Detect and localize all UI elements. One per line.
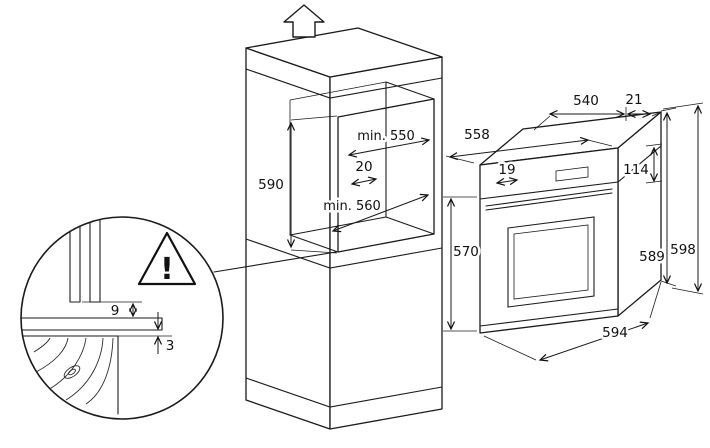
niche-height-label: 590 (258, 177, 284, 193)
warning-exclamation: ! (160, 252, 174, 287)
oven-drawing (479, 111, 662, 334)
oven-display (555, 166, 589, 182)
leader-line (213, 251, 337, 273)
detail-top-gap-label: 9 (111, 303, 120, 319)
oven-right-face (617, 111, 662, 317)
oven-control-panel (479, 145, 662, 200)
detail-bottom-gap-label: 3 (166, 338, 175, 354)
oven-door-window (507, 216, 595, 308)
dimension-detail-top-gap (82, 301, 142, 316)
cabinet-drawing (245, 27, 443, 430)
dimension-oven-front-offset: 19 (497, 160, 517, 183)
warning-icon: ! (137, 231, 197, 287)
cabinet-plinth-line (245, 377, 443, 408)
dimension-detail-bottom-gap (118, 312, 172, 354)
detail-callout: 9 3 ! (20, 216, 224, 420)
dimension-oven-body-height: 589 (637, 107, 677, 287)
dimension-oven-top-depth: 540 21 (533, 90, 662, 131)
dimension-niche-width: min. 550 (349, 127, 429, 155)
dimension-oven-door-height: 570 (443, 196, 481, 332)
oven-depth-label: 594 (602, 325, 628, 341)
niche-gap-label: 20 (355, 159, 372, 175)
cabinet-top-face (245, 27, 443, 78)
oven-panel-height-label: 114 (623, 162, 649, 178)
oven-width-label: 558 (464, 127, 490, 143)
oven-door-height-label: 570 (453, 244, 479, 260)
dimension-niche-gap: 20 (352, 157, 376, 184)
wood-grain (21, 335, 119, 415)
dimension-oven-depth: 594 (483, 281, 662, 360)
dimension-niche-depth: min. 560 (321, 195, 428, 231)
oven-door-handle (485, 188, 613, 211)
dimension-oven-total-height: 598 (662, 102, 704, 295)
oven-top-depth-label: 540 (573, 93, 599, 109)
dimension-oven-panel-height: 114 (621, 143, 663, 184)
dimension-oven-width: 558 (445, 125, 613, 164)
cabinet-left-face (245, 47, 331, 430)
oven-body-height-label: 589 (639, 249, 665, 265)
oven-front-offset-label: 19 (498, 162, 515, 178)
vent-arrow-icon (283, 4, 325, 38)
oven-door-bottom-line (479, 308, 619, 327)
dimension-niche-height: 590 (256, 115, 338, 254)
detail-shelf (21, 317, 163, 331)
niche-width-label: min. 550 (357, 129, 415, 144)
oven-rear-offset-label: 21 (625, 92, 642, 108)
niche-depth-label: min. 560 (323, 199, 381, 214)
oven-total-height-label: 598 (670, 242, 696, 258)
